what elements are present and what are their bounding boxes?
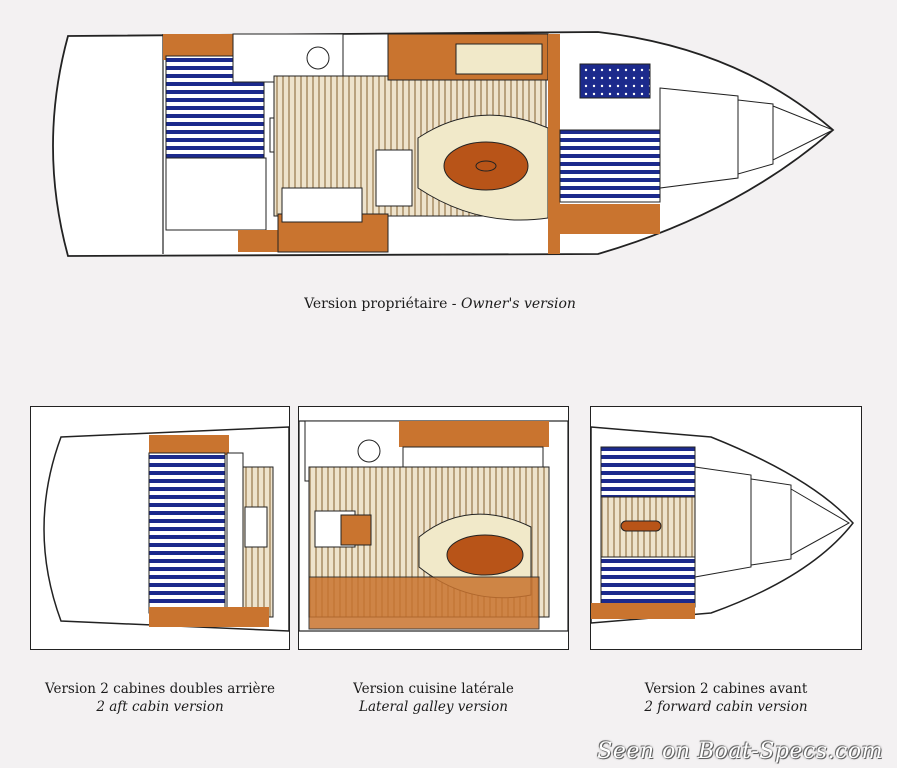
- aft-cabin-variant-plan: [43, 426, 289, 632]
- owners-version-caption-en: Owner's version: [461, 296, 576, 312]
- lateral-galley-variant-plan: [299, 420, 568, 632]
- owners-version-deck-plan: [52, 31, 835, 257]
- boat-specs-watermark: Seen on Boat-Specs.com: [597, 739, 883, 764]
- owners-version-caption-fr: Version propriétaire: [304, 296, 448, 312]
- aft-cabin-variant-caption: Version 2 cabines doubles arrière 2 aft …: [30, 680, 290, 716]
- lateral-galley-variant-caption: Version cuisine latérale Lateral galley …: [298, 680, 569, 716]
- forward-cabin-variant-panel: [590, 406, 862, 650]
- forward-cabin-caption-en: 2 forward cabin version: [644, 699, 808, 716]
- lateral-galley-caption-en: Lateral galley version: [359, 699, 508, 716]
- aft-cabin-caption-fr: Version 2 cabines doubles arrière: [44, 681, 275, 697]
- lateral-galley-variant-panel: [298, 406, 569, 650]
- forward-cabin-variant-caption: Version 2 cabines avant 2 forward cabin …: [590, 680, 862, 716]
- lateral-galley-caption-fr: Version cuisine latérale: [353, 681, 514, 697]
- forward-cabin-variant-plan: [591, 426, 854, 624]
- aft-cabin-caption-en: 2 aft cabin version: [96, 699, 224, 716]
- aft-cabin-variant-panel: [30, 406, 290, 650]
- owners-version-caption: Version propriétaire - Owner's version: [200, 296, 680, 312]
- forward-cabin-caption-fr: Version 2 cabines avant: [644, 681, 808, 697]
- caption-separator: -: [447, 296, 461, 312]
